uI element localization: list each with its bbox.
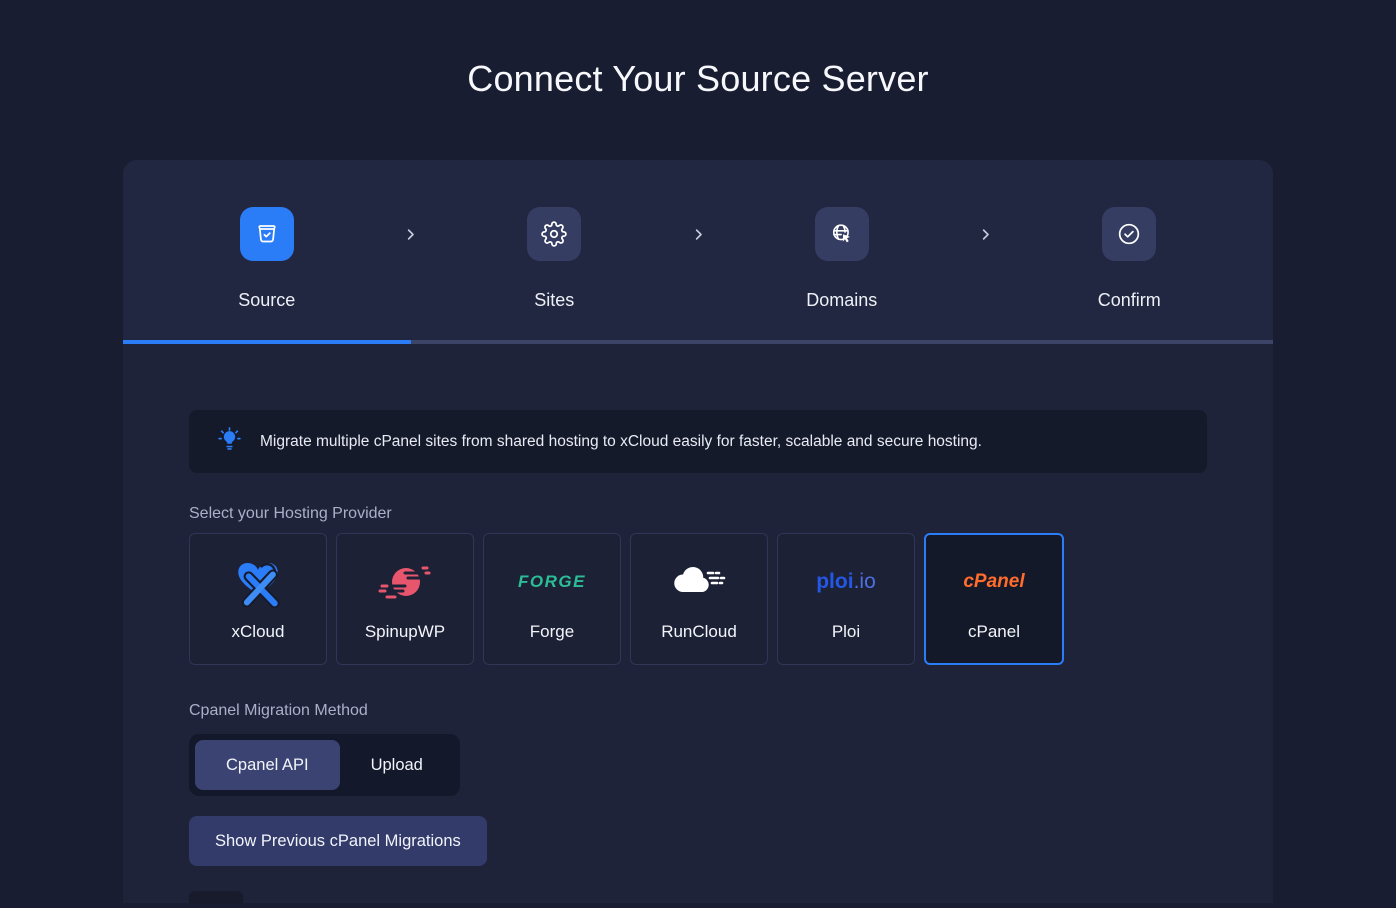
provider-name: cPanel — [968, 622, 1020, 641]
chevron-right-icon — [403, 226, 419, 242]
provider-card-cpanel[interactable]: cPanel cPanel — [924, 533, 1064, 665]
runcloud-logo-icon — [668, 556, 730, 608]
cpanel-wordmark: cPanel — [963, 556, 1024, 608]
cpanel-logo-text: cPanel — [963, 571, 1025, 592]
chevron-right-icon — [690, 226, 706, 242]
provider-name: RunCloud — [661, 622, 737, 641]
provider-card-xcloud[interactable]: xCloud — [189, 533, 327, 665]
folder-check-icon — [239, 207, 294, 261]
info-banner: Migrate multiple cPanel sites from share… — [189, 410, 1207, 473]
provider-name: xCloud — [231, 622, 285, 641]
tab-cpanel-api[interactable]: Cpanel API — [195, 740, 340, 790]
migration-method-tabs: Cpanel API Upload — [189, 734, 460, 796]
provider-name: SpinupWP — [364, 622, 446, 641]
lightbulb-icon — [216, 426, 243, 458]
stepper-progress-fill — [123, 340, 411, 344]
forge-logo-text: FORGE — [518, 572, 586, 591]
provider-card-spinupwp[interactable]: SpinupWP — [336, 533, 474, 665]
provider-card-runcloud[interactable]: RunCloud — [630, 533, 768, 665]
wizard-stepper: Source Sites D — [123, 160, 1273, 340]
ploi-logo-suffix: .io — [853, 570, 876, 593]
step-label-domains: Domains — [806, 290, 878, 310]
step-confirm[interactable]: Confirm — [986, 160, 1274, 340]
provider-name: Ploi — [831, 622, 861, 641]
xcloud-logo-icon — [229, 556, 287, 608]
step-source[interactable]: Source — [123, 160, 411, 340]
provider-name: Forge — [529, 622, 575, 641]
partially-visible-element — [189, 891, 243, 904]
provider-section-label: Select your Hosting Provider — [189, 505, 392, 522]
info-banner-text: Migrate multiple cPanel sites from share… — [260, 432, 982, 450]
step-label-sites: Sites — [534, 290, 575, 310]
ploi-logo-text: ploi — [816, 570, 854, 593]
page-title: Connect Your Source Server — [467, 58, 929, 99]
migration-wizard-panel: Source Sites D — [123, 160, 1273, 904]
forge-wordmark: FORGE — [518, 556, 586, 608]
tab-upload[interactable]: Upload — [340, 740, 454, 790]
ploi-wordmark: ploi.io — [816, 556, 876, 608]
gear-icon — [527, 207, 582, 261]
provider-card-ploi[interactable]: ploi.io Ploi — [777, 533, 915, 665]
step-label-confirm: Confirm — [1097, 290, 1161, 310]
step-domains[interactable]: Domains — [698, 160, 986, 340]
globe-cursor-icon — [814, 207, 869, 261]
step-sites[interactable]: Sites — [411, 160, 699, 340]
check-circle-icon — [1102, 207, 1157, 261]
spinupwp-logo-icon — [377, 556, 433, 608]
step-label-source: Source — [238, 290, 296, 310]
provider-card-forge[interactable]: FORGE Forge — [483, 533, 621, 665]
panel-body: Migrate multiple cPanel sites from share… — [123, 410, 1273, 904]
show-previous-migrations-button[interactable]: Show Previous cPanel Migrations — [189, 816, 487, 866]
migration-method-label: Cpanel Migration Method — [189, 702, 368, 719]
provider-row: xCloud Spinu — [189, 533, 1207, 665]
chevron-right-icon — [978, 226, 994, 242]
stepper-progress-track — [123, 340, 1273, 344]
